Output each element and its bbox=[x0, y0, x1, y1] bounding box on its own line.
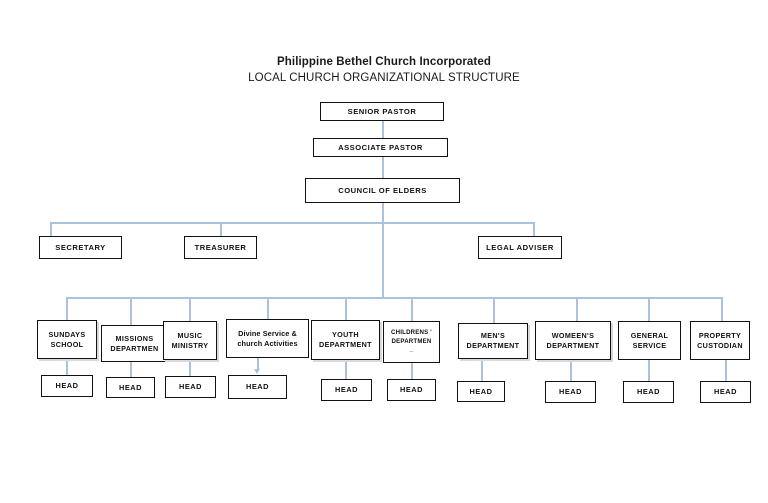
node-missions-department[interactable]: MISSIONS DEPARTMEN bbox=[101, 325, 168, 362]
node-head-music-label: HEAD bbox=[179, 382, 202, 391]
node-head-mens[interactable]: HEAD bbox=[457, 381, 505, 402]
node-childrens-department-label: CHILDRENS ' DEPARTMEN _ bbox=[391, 329, 432, 354]
node-head-womeens-label: HEAD bbox=[559, 387, 582, 396]
node-head-music[interactable]: HEAD bbox=[165, 376, 216, 398]
connector-mens-to-head bbox=[481, 359, 483, 381]
connector-senior-to-associate bbox=[382, 121, 384, 138]
node-head-sundays-school-label: HEAD bbox=[55, 381, 79, 390]
connector-drop-sundays-school bbox=[66, 297, 68, 320]
connector-drop-childrens bbox=[411, 297, 413, 321]
connector-womeens-to-head bbox=[570, 360, 572, 381]
connector-childrens-to-head bbox=[411, 363, 413, 379]
node-secretary-label: SECRETARY bbox=[55, 242, 106, 252]
node-council-of-elders[interactable]: COUNCIL OF ELDERS bbox=[305, 178, 460, 203]
node-senior-pastor-label: SENIOR PASTOR bbox=[347, 106, 417, 116]
connector-drop-missions bbox=[130, 297, 132, 325]
connector-drop-general-service bbox=[648, 297, 650, 321]
node-property-custodian[interactable]: PROPERTY CUSTODIAN bbox=[690, 321, 750, 360]
node-head-childrens-label: HEAD bbox=[400, 385, 423, 394]
node-legal-adviser-label: LEGAL ADVISER bbox=[486, 242, 554, 252]
node-secretary[interactable]: SECRETARY bbox=[39, 236, 122, 259]
node-senior-pastor[interactable]: SENIOR PASTOR bbox=[320, 102, 444, 121]
node-treasurer-label: TREASURER bbox=[194, 242, 247, 252]
connector-drop-music bbox=[189, 297, 191, 321]
connector-drop-divine-service bbox=[267, 297, 269, 319]
node-divine-service-label: Divine Service & church Activities bbox=[237, 328, 298, 348]
node-head-divine-service[interactable]: HEAD bbox=[228, 375, 287, 399]
connector-sundays-school-to-head bbox=[66, 359, 68, 375]
arrowhead-divine-service-to-head bbox=[254, 369, 260, 374]
node-head-general-service[interactable]: HEAD bbox=[623, 381, 674, 403]
page-title: Philippine Bethel Church Incorporated bbox=[277, 56, 491, 68]
connector-drop-legal-adviser bbox=[533, 222, 535, 236]
node-head-womeens[interactable]: HEAD bbox=[545, 381, 596, 403]
node-head-missions-label: HEAD bbox=[119, 382, 142, 392]
node-head-general-service-label: HEAD bbox=[637, 387, 660, 396]
node-head-sundays-school[interactable]: HEAD bbox=[41, 375, 93, 397]
connector-divine-service-to-head bbox=[257, 358, 259, 370]
connector-youth-to-head bbox=[345, 360, 347, 379]
node-head-property-custodian-label: HEAD bbox=[714, 387, 737, 396]
connector-drop-youth bbox=[345, 297, 347, 320]
node-womeens-department-label: WOMEEN'S DEPARTMENT bbox=[546, 330, 600, 350]
node-missions-department-label: MISSIONS DEPARTMEN bbox=[110, 333, 159, 353]
node-council-of-elders-label: COUNCIL OF ELDERS bbox=[338, 185, 427, 195]
node-head-mens-label: HEAD bbox=[469, 386, 493, 396]
node-youth-department-label: YOUTH DEPARTMENT bbox=[319, 330, 372, 349]
connector-drop-mens bbox=[493, 297, 495, 323]
node-youth-department[interactable]: YOUTH DEPARTMENT bbox=[311, 320, 380, 360]
connector-general-service-to-head bbox=[648, 360, 650, 381]
node-head-missions[interactable]: HEAD bbox=[106, 377, 155, 398]
node-mens-department[interactable]: MEN'S DEPARTMENT bbox=[458, 323, 528, 359]
node-womeens-department[interactable]: WOMEEN'S DEPARTMENT bbox=[535, 321, 611, 360]
node-childrens-department[interactable]: CHILDRENS ' DEPARTMEN _ bbox=[383, 321, 440, 363]
node-head-youth[interactable]: HEAD bbox=[321, 379, 372, 401]
node-music-ministry[interactable]: MUSIC MINISTRY bbox=[163, 321, 217, 360]
node-music-ministry-label: MUSIC MINISTRY bbox=[171, 330, 209, 350]
chart-title-block: Philippine Bethel Church Incorporated LO… bbox=[0, 55, 768, 86]
node-associate-pastor[interactable]: ASSOCIATE PASTOR bbox=[313, 138, 448, 157]
connector-drop-treasurer bbox=[220, 222, 222, 236]
node-general-service[interactable]: GENERAL SERVICE bbox=[618, 321, 681, 360]
node-head-youth-label: HEAD bbox=[335, 385, 358, 394]
node-divine-service[interactable]: Divine Service & church Activities bbox=[226, 319, 309, 358]
page-subtitle: LOCAL CHURCH ORGANIZATIONAL STRUCTURE bbox=[248, 72, 520, 84]
node-legal-adviser[interactable]: LEGAL ADVISER bbox=[478, 236, 562, 259]
node-sundays-school[interactable]: SUNDAYS SCHOOL bbox=[37, 320, 97, 359]
connector-departments-bus bbox=[66, 297, 722, 299]
connector-drop-property-custodian bbox=[721, 297, 723, 321]
node-sundays-school-label: SUNDAYS SCHOOL bbox=[48, 329, 86, 349]
node-mens-department-label: MEN'S DEPARTMENT bbox=[466, 331, 520, 350]
node-treasurer[interactable]: TREASURER bbox=[184, 236, 257, 259]
connector-property-custodian-to-head bbox=[725, 360, 727, 381]
connector-drop-womeens bbox=[576, 297, 578, 321]
node-head-childrens[interactable]: HEAD bbox=[387, 379, 436, 401]
connector-associate-to-council bbox=[382, 157, 384, 178]
connector-music-to-head bbox=[189, 360, 191, 376]
node-head-divine-service-label: HEAD bbox=[246, 382, 269, 391]
node-head-property-custodian[interactable]: HEAD bbox=[700, 381, 751, 403]
connector-council-trunk bbox=[382, 222, 384, 297]
connector-council-down bbox=[382, 203, 384, 222]
connector-missions-to-head bbox=[130, 362, 132, 377]
node-associate-pastor-label: ASSOCIATE PASTOR bbox=[338, 142, 423, 152]
connector-drop-secretary bbox=[50, 222, 52, 236]
node-general-service-label: GENERAL SERVICE bbox=[630, 330, 669, 350]
node-property-custodian-label: PROPERTY CUSTODIAN bbox=[697, 330, 743, 350]
connector-officers-bus bbox=[50, 222, 534, 224]
